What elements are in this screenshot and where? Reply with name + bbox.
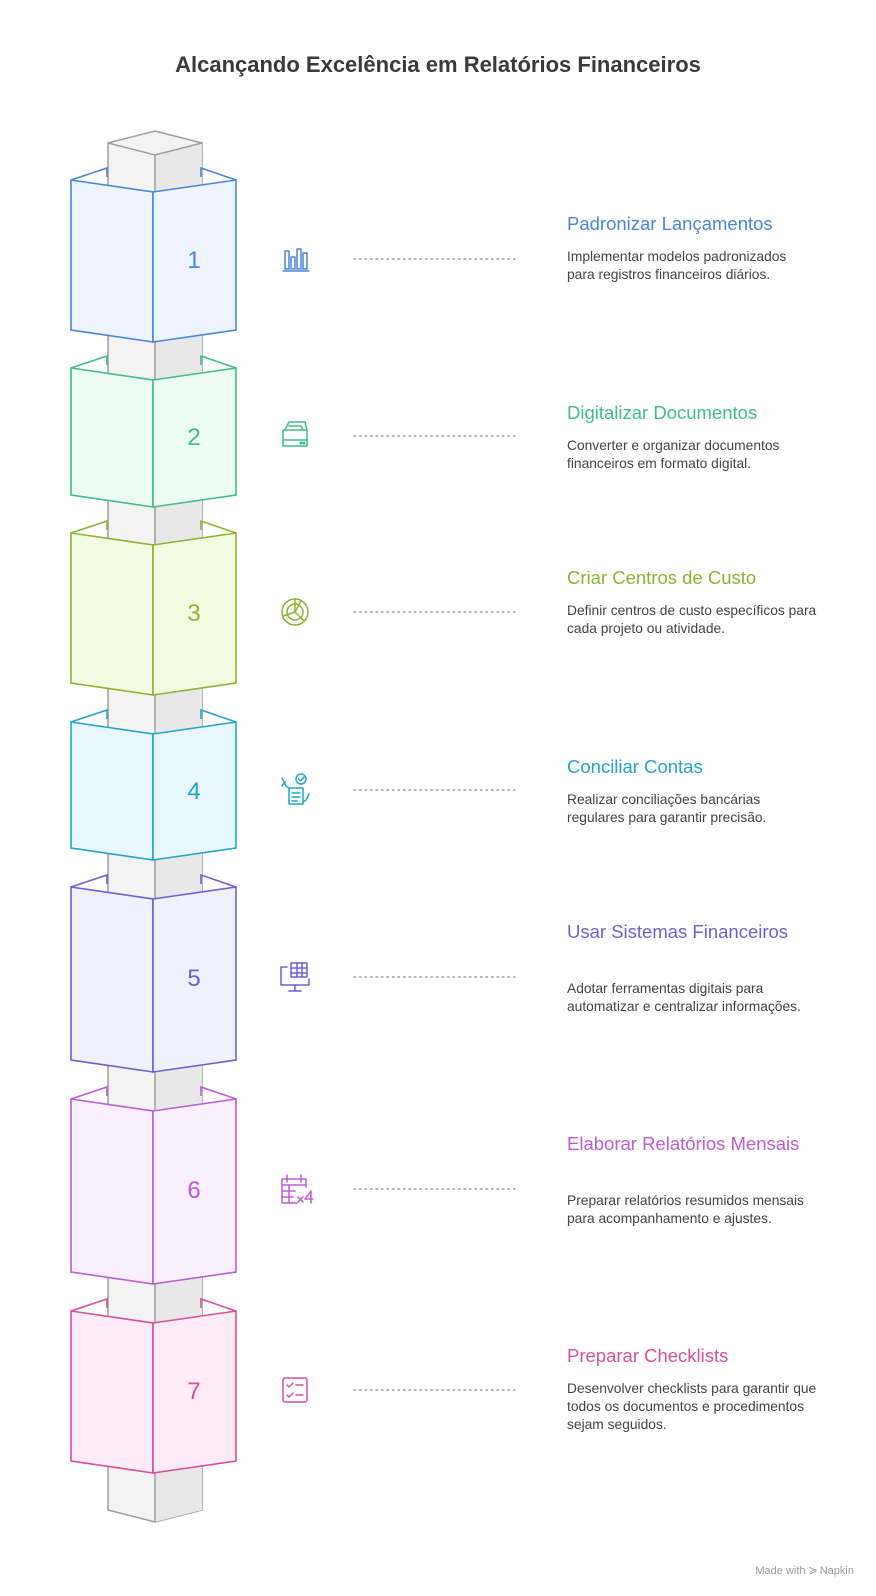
step-number-4: 4 [187, 778, 200, 805]
step-description-4: Realizar conciliações bancárias regulare… [567, 792, 767, 825]
step-number-2: 2 [187, 424, 200, 451]
step-description-3: Definir centros de custo específicos par… [567, 603, 817, 636]
step-number-5: 5 [187, 965, 200, 992]
scanner-icon [282, 421, 308, 447]
step-title-7: Preparar Checklists [567, 1345, 729, 1366]
step-title-5: Usar Sistemas Financeiros [567, 921, 789, 942]
step-number-3: 3 [187, 600, 200, 627]
calendar-times-four-icon [281, 1174, 314, 1204]
step-title-3: Criar Centros de Custo [567, 567, 757, 588]
step-cube-6 [70, 1085, 237, 1285]
step-number-7: 7 [187, 1378, 200, 1405]
napkin-logo-icon: ≽ [808, 1565, 818, 1577]
step-description-7: Desenvolver checklists para garantir que… [567, 1381, 817, 1432]
page-title: Alcançando Excelência em Relatórios Fina… [175, 52, 701, 77]
step-description-5: Adotar ferramentas digitais para automat… [567, 981, 801, 1014]
checklist-icon [282, 1377, 308, 1403]
checklist-hands-icon [281, 773, 310, 805]
step-title-6: Elaborar Relatórios Mensais [567, 1133, 800, 1154]
step-number-6: 6 [187, 1177, 200, 1204]
step-description-6: Preparar relatórios resumidos mensais pa… [567, 1193, 804, 1226]
step-cube-2 [70, 354, 237, 508]
step-cube-7 [70, 1297, 237, 1474]
step-description-2: Converter e organizar documentos finance… [567, 438, 780, 471]
step-title-2: Digitalizar Documentos [567, 402, 758, 423]
step-cube-5 [70, 873, 237, 1073]
step-title-4: Conciliar Contas [567, 756, 703, 777]
step-title-1: Padronizar Lançamentos [567, 213, 773, 234]
step-cube-1 [70, 166, 237, 343]
footer-made-with: Made with [755, 1565, 806, 1577]
step-cube-4 [70, 708, 237, 861]
step-cube-3 [70, 519, 237, 696]
footer-brand: Napkin [819, 1565, 854, 1577]
footer-credit: Made with≽Napkin [755, 1564, 854, 1577]
pie-chart-icon [281, 598, 309, 626]
ledger-columns-icon [282, 248, 310, 272]
step-number-1: 1 [187, 247, 200, 274]
step-description-1: Implementar modelos padronizados para re… [567, 249, 787, 282]
spreadsheet-monitor-icon [280, 962, 310, 992]
